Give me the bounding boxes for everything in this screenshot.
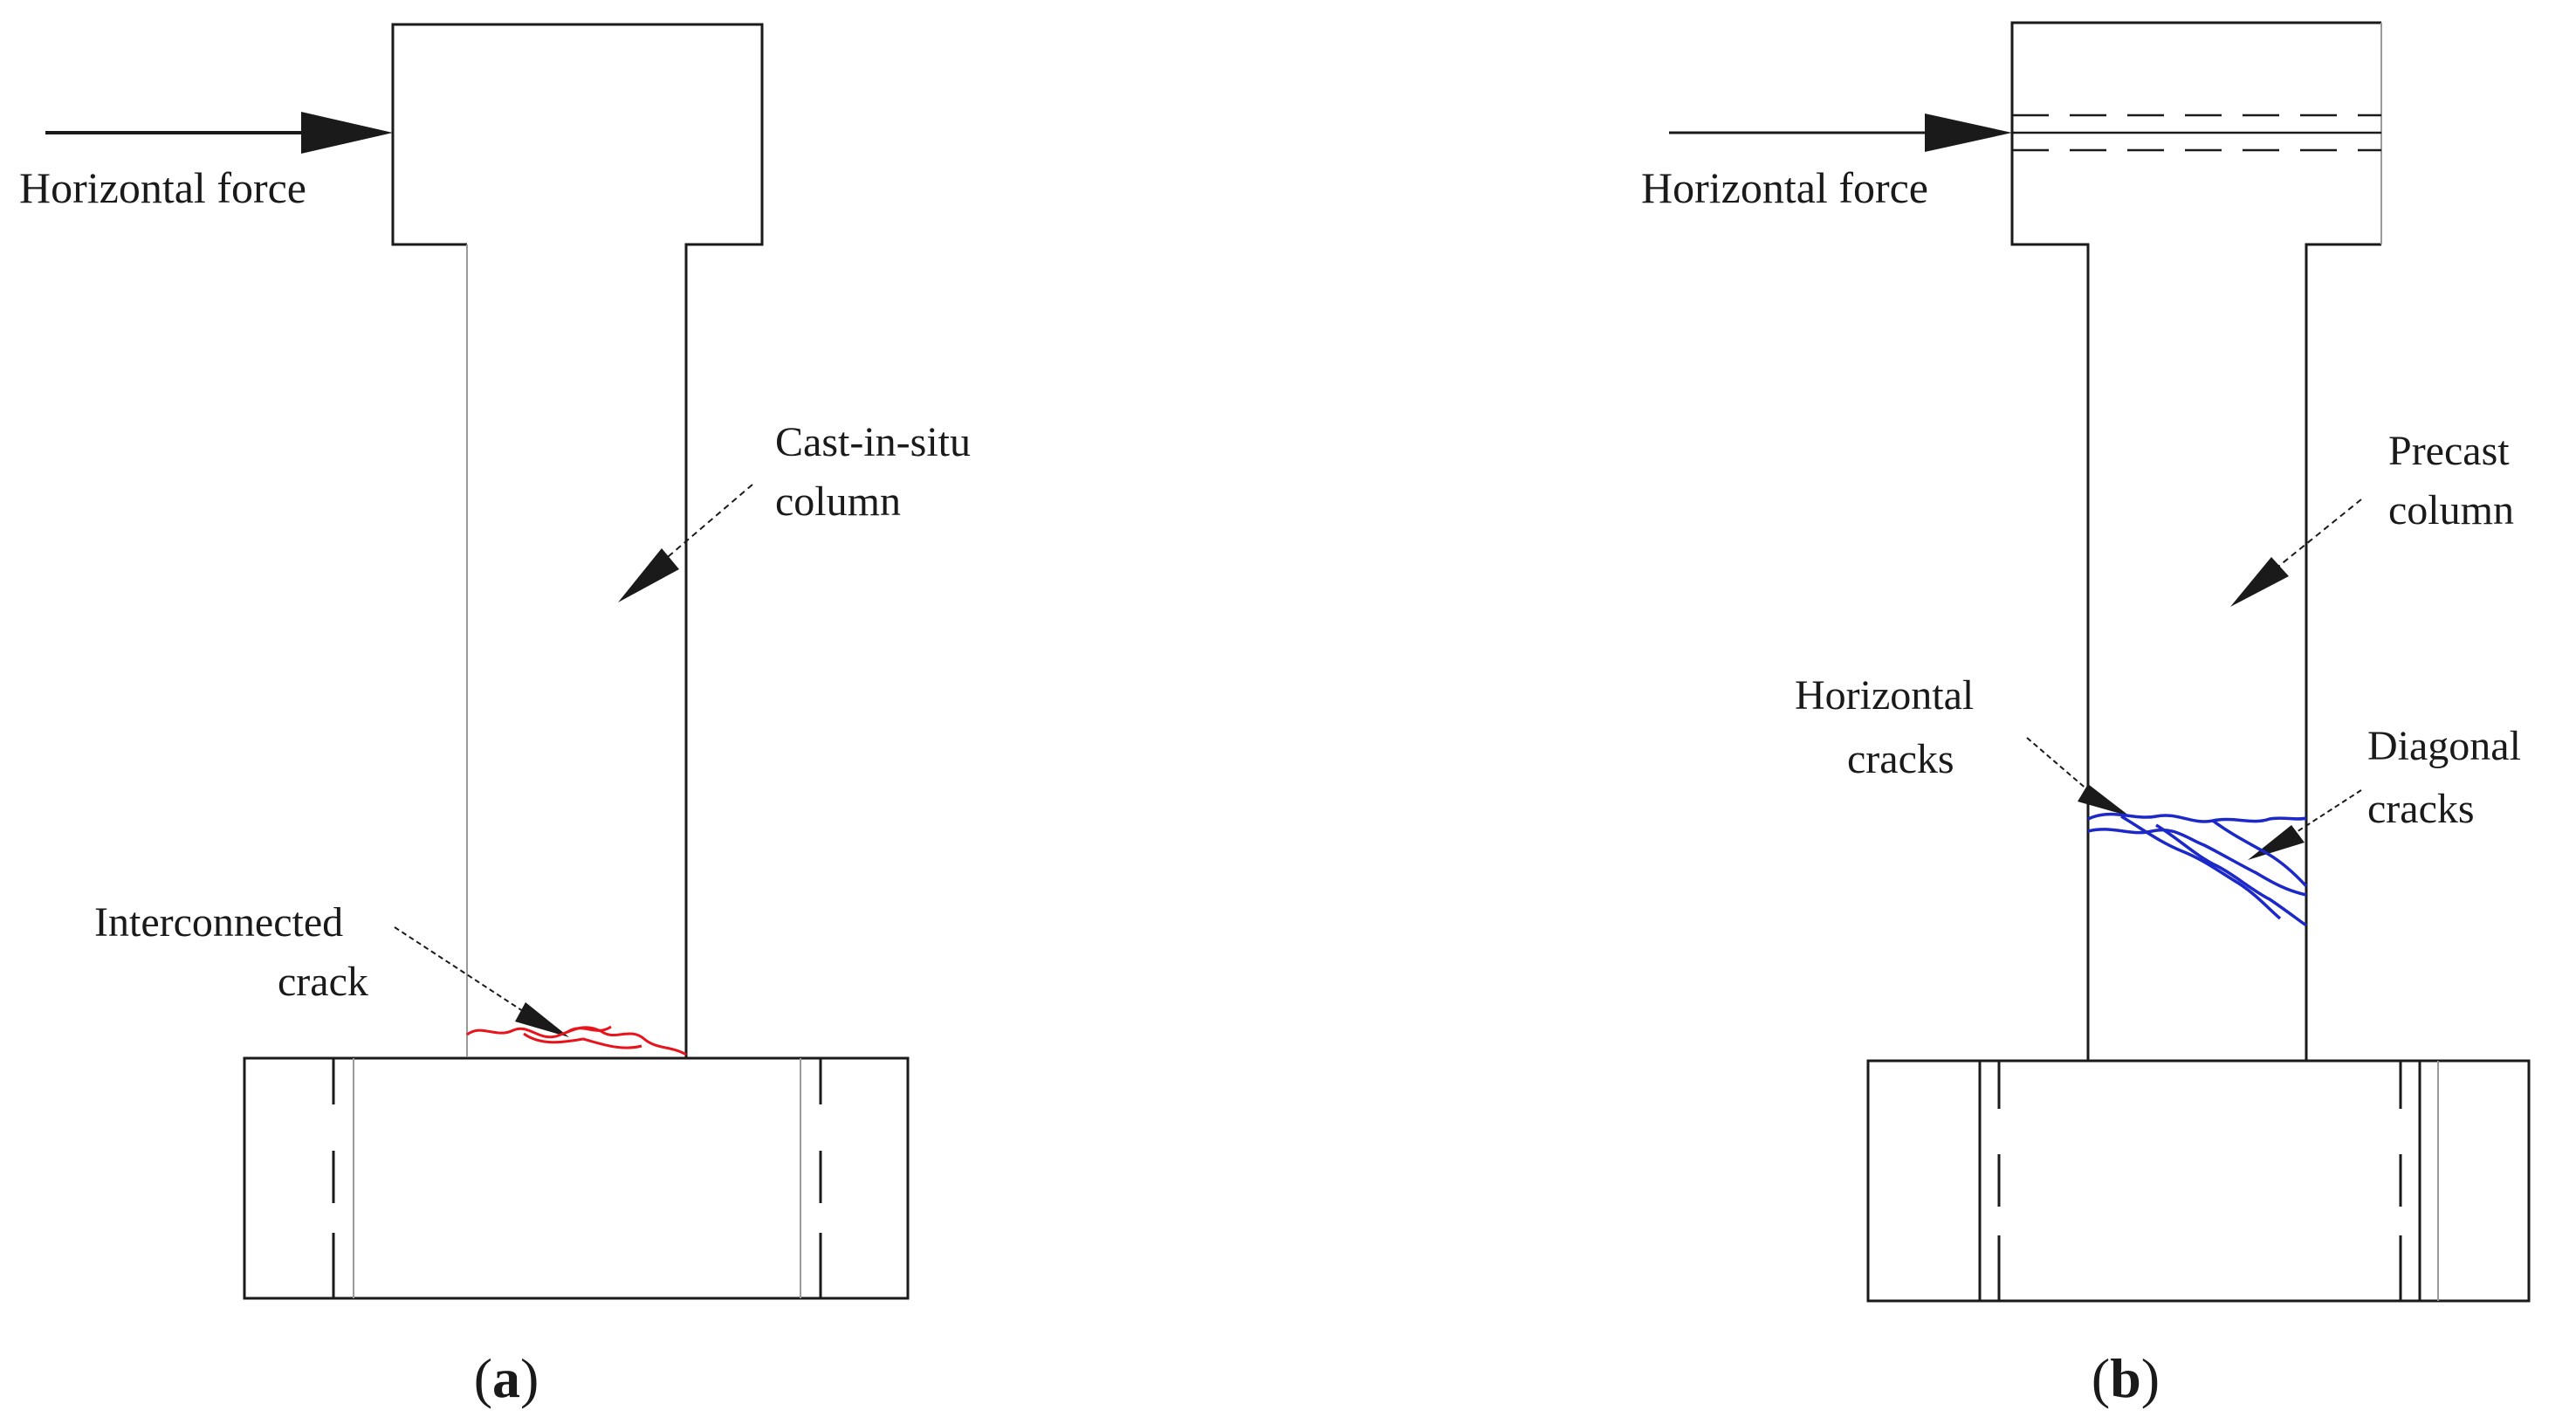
- cap-dashed-lines: [2012, 114, 2381, 152]
- crack-pointer-arrow: [394, 926, 569, 1037]
- precast-column-right-edge: [2305, 243, 2381, 1061]
- cast-in-situ-label-line2: column: [775, 478, 901, 525]
- horizontal-cracks-label-line1: Horizontal: [1795, 672, 1974, 719]
- diagonal-cracks-label-line1: Diagonal: [2367, 723, 2521, 769]
- horizontal-force-arrow-b: [1669, 114, 2012, 152]
- horizontal-force-label-b: Horizontal force: [1641, 163, 1928, 212]
- horizontal-force-arrow: [45, 112, 393, 154]
- interconnected-crack: [466, 1025, 687, 1056]
- interconnected-crack-label-line2: crack: [278, 959, 368, 1005]
- cast-in-situ-specimen-outline: [391, 23, 764, 1058]
- foundation-block-b: [1866, 1059, 2531, 1303]
- foundation-block: [243, 1056, 910, 1300]
- diagonal-cracks-label-line2: cracks: [2367, 786, 2475, 832]
- interconnected-crack-label-line1: Interconnected: [94, 899, 343, 946]
- column-pointer-arrow: [618, 484, 753, 602]
- precast-label-line2: column: [2388, 487, 2514, 533]
- panel-b: Horizontal force Precast column Horizont…: [1641, 21, 2531, 1409]
- horizontal-cracks-pointer: [2026, 737, 2130, 816]
- precast-specimen-outline: [2010, 21, 2381, 1061]
- precast-label-line1: Precast: [2388, 428, 2510, 474]
- panel-a: Horizontal force Cast-in-situ column Int…: [19, 23, 971, 1409]
- caption-a: (a): [474, 1347, 539, 1409]
- horizontal-and-diagonal-cracks: [2087, 812, 2308, 927]
- caption-b: (b): [2092, 1347, 2160, 1409]
- diagonal-cracks-pointer: [2248, 789, 2362, 860]
- horizontal-force-label: Horizontal force: [19, 163, 306, 212]
- cast-in-situ-label-line1: Cast-in-situ: [775, 419, 971, 465]
- precast-pointer-arrow: [2230, 499, 2362, 607]
- horizontal-cracks-label-line2: cracks: [1847, 736, 1954, 782]
